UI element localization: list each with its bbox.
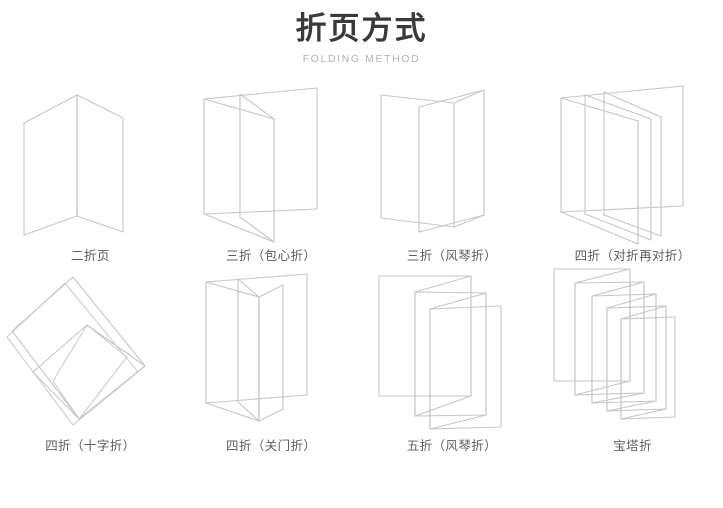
five-fold-accordion-figure (367, 264, 537, 430)
diagram-cell-bi-fold[interactable]: 二折页 (0, 72, 181, 264)
tri-fold-accordion-figure (367, 72, 537, 247)
page-header: 折页方式 FOLDING METHOD (0, 0, 723, 65)
caption-tri-fold-roll: 三折（包心折） (225, 249, 317, 263)
tri-fold-roll-figure (186, 72, 356, 247)
diagram-cell-pagoda-fold[interactable]: 宝塔折 (542, 264, 723, 454)
diagram-cell-five-fold-accordion[interactable]: 五折（风琴折） (362, 264, 543, 454)
diagram-cell-quad-fold-gate[interactable]: 四折（关门折） (181, 264, 362, 454)
pagoda-fold-figure (548, 264, 718, 429)
caption-quad-fold-cross: 四折（十字折） (45, 439, 136, 453)
caption-quad-fold-half-again: 四折（对折再对折） (574, 249, 691, 263)
page-subtitle: FOLDING METHOD (302, 52, 421, 65)
quad-fold-half-again-figure (548, 72, 718, 247)
caption-tri-fold-accordion: 三折（风琴折） (406, 249, 498, 263)
diagram-row-1: 二折页 三折（包心折） (0, 72, 723, 264)
quad-fold-gate-figure (186, 264, 356, 429)
diagram-row-2: 四折（十字折） (0, 264, 723, 454)
diagram-cell-quad-fold-cross[interactable]: 四折（十字折） (0, 264, 181, 454)
diagram-cell-tri-fold-accordion[interactable]: 三折（风琴折） (362, 72, 543, 264)
page-title: 折页方式 (295, 11, 428, 46)
caption-quad-fold-gate: 四折（关门折） (225, 439, 317, 453)
diagram-cell-tri-fold-roll[interactable]: 三折（包心折） (181, 72, 362, 264)
caption-pagoda-fold: 宝塔折 (613, 439, 652, 453)
folding-method-grid: 二折页 三折（包心折） (0, 72, 723, 454)
diagram-cell-quad-fold-half-again[interactable]: 四折（对折再对折） (542, 72, 723, 264)
quad-fold-cross-figure (5, 264, 175, 429)
caption-five-fold-accordion: 五折（风琴折） (406, 439, 498, 453)
bi-fold-figure (5, 72, 175, 247)
caption-bi-fold: 二折页 (71, 249, 110, 263)
